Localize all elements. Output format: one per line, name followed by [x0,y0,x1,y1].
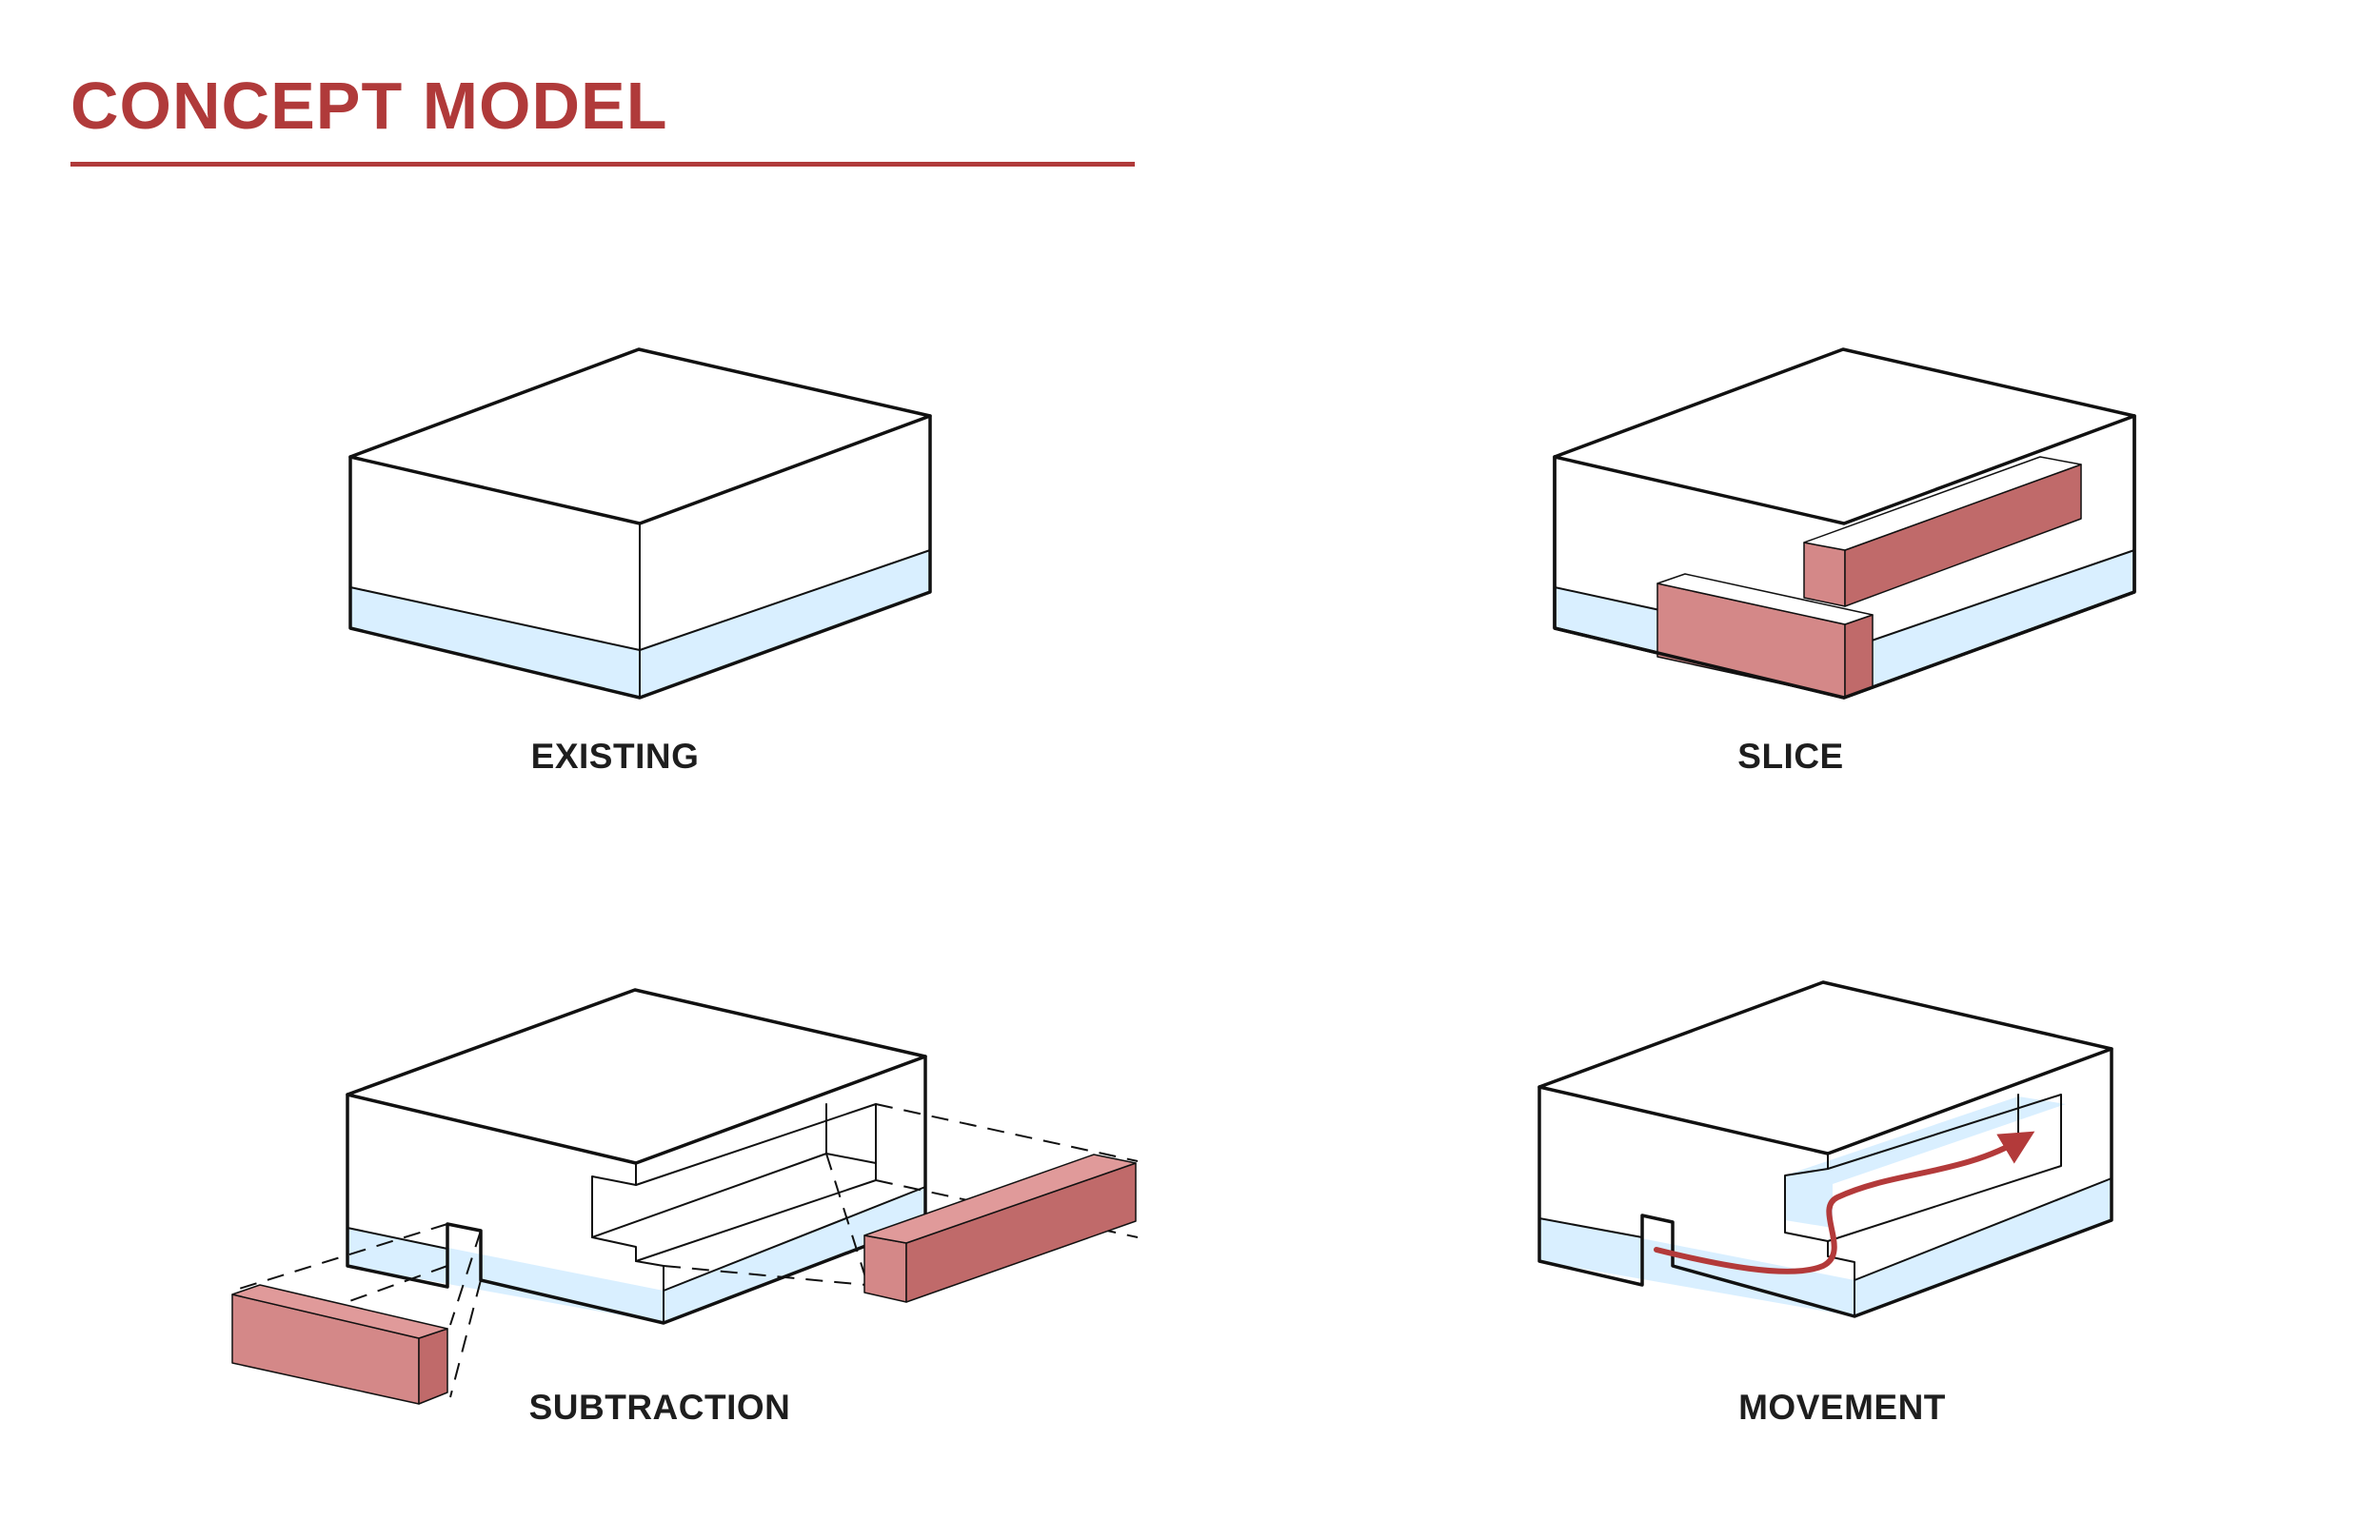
movement-slot [1784,1153,1855,1281]
slice-lower-top [1656,573,1874,625]
label-subtraction: SUBTRACTION [528,1388,791,1427]
slice-diagram [1553,347,2136,700]
movement-arrow [1654,1131,2035,1274]
slice-lower-side [1844,614,1874,699]
label-slice: SLICE [1737,737,1844,776]
label-existing: EXISTING [530,737,700,776]
slice-outline [1553,414,2136,700]
label-movement: MOVEMENT [1738,1388,1946,1427]
existing-top-face [348,347,932,525]
existing-glass-left [350,587,640,698]
subtraction-slot [591,1162,664,1324]
movement-outline [1537,1047,2113,1318]
movement-glass-right [1854,1178,2112,1316]
movement-top-face [1537,980,2113,1155]
subtraction-right-block-top [863,1154,1137,1244]
subtraction-diagram [231,988,1139,1405]
subtraction-slot-back [635,1103,877,1262]
title-underline [70,162,1135,167]
subtraction-right-block-front [863,1234,907,1303]
movement-slot-back [1827,1094,2062,1242]
movement-glass-left [1539,1218,1854,1316]
existing-diagram [348,347,932,700]
slice-upper-front [1803,542,1846,607]
movement-diagram [1537,980,2113,1318]
page-title: CONCEPT MODEL [70,69,668,143]
subtraction-glass-line [347,1227,448,1250]
movement-glass-line [1538,1217,1643,1238]
subtraction-left-block-top [231,1284,448,1339]
movement-slot-glass [1785,1096,2066,1228]
existing-glass-line [349,549,931,651]
slice-upper-top [1803,456,2082,551]
subtraction-glass-right [664,1187,925,1323]
subtraction-left-block-side [418,1328,448,1405]
movement-glass-line-right [1854,1177,2112,1281]
subtraction-glass-left [347,1228,664,1323]
existing-glass-right [640,550,930,698]
subtraction-top-face [346,988,927,1165]
subtraction-glass-line-right [663,1186,926,1292]
slice-glass-right [1844,550,2134,698]
